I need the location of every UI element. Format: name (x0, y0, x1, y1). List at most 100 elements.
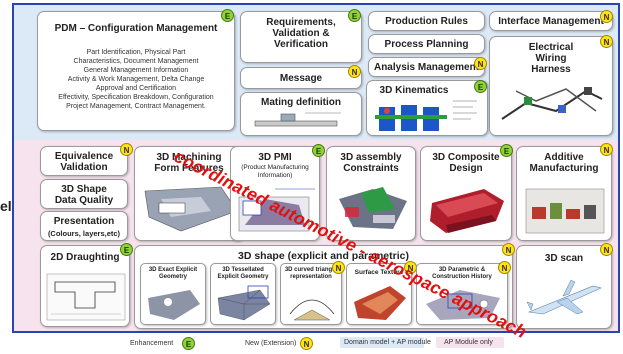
parametric-title: 3D Parametric & Construction History (432, 267, 492, 280)
legend-ap-label: AP Module only (444, 339, 493, 346)
kinematics-figure (375, 100, 477, 131)
draughting-figure (46, 273, 126, 321)
curved-triangle-title: 3D curved triangle representation (284, 267, 338, 280)
enhancement-badge: E (312, 144, 325, 157)
surface-texture-box: Surface Texture (346, 263, 412, 325)
draughting-box: 2D Draughting (40, 245, 130, 327)
mating-title: Mating definition (261, 97, 341, 108)
interface-title: Interface Management (498, 16, 604, 27)
new-badge: N (120, 143, 133, 156)
curved-triangle-box: 3D curved triangle representation (280, 263, 342, 325)
shape-quality-box: 3D Shape Data Quality (40, 179, 128, 209)
legend-enhancement-badge: E (182, 337, 195, 350)
exact-geometry-figure (148, 290, 200, 320)
shape-quality-title: 3D Shape Data Quality (54, 184, 114, 206)
analysis-box: Analysis Management (368, 57, 485, 77)
process-planning-title: Process Planning (384, 39, 469, 50)
scan-title: 3D scan (544, 253, 584, 264)
assembly-figure (339, 187, 407, 229)
message-box: Message (240, 67, 362, 89)
equivalence-box: Equivalence Validation (40, 146, 128, 176)
machining-box: 3D Machining Form Features (134, 146, 244, 241)
curved-triangle-figure (289, 299, 335, 321)
wiring-harness-figure (501, 87, 603, 120)
legend-new-label: New (Extension) (245, 340, 297, 347)
exact-geometry-title: 3D Exact Explicit Geometry (148, 267, 198, 280)
enhancement-badge: E (348, 9, 361, 22)
assembly-box: 3D assembly Constraints (326, 146, 416, 241)
pdm-line: Part Identification, Physical Part (86, 49, 186, 56)
machining-title: 3D Machining Form Features (154, 152, 224, 174)
tessellated-geometry-box: 3D Tessellated Explicit Geometry (210, 263, 276, 325)
kinematics-title: 3D Kinematics (379, 85, 449, 96)
additive-title: Additive Manufacturing (529, 152, 599, 174)
pdm-box: PDM – Configuration Management Part Iden… (37, 11, 235, 131)
electrical-box: Electrical Wiring Harness (489, 36, 613, 136)
interface-box: Interface Management (489, 11, 613, 31)
new-badge: N (600, 10, 613, 23)
surface-texture-title: Surface Texture (354, 269, 404, 276)
machining-figure (144, 186, 238, 232)
production-rules-box: Production Rules (368, 11, 485, 31)
legend-domain-swatch (340, 337, 424, 348)
presentation-subtitle: (Colours, layers,etc) (47, 229, 121, 238)
mating-box: Mating definition (240, 92, 362, 136)
pdm-line: Effectivity, Specification Breakdown, Co… (58, 94, 214, 101)
enhancement-badge: E (120, 243, 133, 256)
additive-figure (525, 188, 605, 234)
new-badge: N (498, 261, 511, 274)
pmi-subtitle: (Product Manufacturing Information) (241, 164, 309, 179)
surface-texture-figure (354, 286, 406, 320)
new-badge: N (600, 243, 613, 256)
mating-figure (254, 112, 341, 127)
shape-title: 3D shape (explicit and parametric) (238, 250, 409, 262)
message-title: Message (279, 73, 323, 84)
additive-box: Additive Manufacturing (516, 146, 612, 241)
pdm-line: Characteristics, Document Management (73, 58, 199, 65)
airplane-scan-figure (526, 279, 602, 315)
analysis-title: Analysis Management (373, 62, 480, 73)
pdm-title: PDM – Configuration Management (54, 23, 218, 34)
pmi-title: 3D PMI (258, 152, 292, 163)
requirements-title: Requirements, Validation & Verification (266, 17, 336, 50)
tessellated-geometry-title: 3D Tessellated Explicit Geometry (217, 267, 269, 280)
new-badge: N (348, 65, 361, 78)
composite-figure (430, 189, 504, 233)
electrical-title: Electrical Wiring Harness (528, 42, 574, 75)
process-planning-box: Process Planning (368, 34, 485, 54)
draughting-title: 2D Draughting (50, 252, 120, 263)
pmi-box: 3D PMI (Product Manufacturing Informatio… (230, 146, 320, 241)
new-badge: N (600, 35, 613, 48)
pdm-line: Approval and Certification (95, 85, 177, 92)
new-badge: N (332, 261, 345, 274)
legend-new-badge: N (300, 337, 313, 350)
pdm-line: General Management Information (83, 67, 189, 74)
pdm-line: Project Management, Contract Management. (66, 103, 206, 110)
production-rules-title: Production Rules (385, 16, 468, 27)
equivalence-title: Equivalence Validation (54, 151, 114, 173)
enhancement-badge: E (500, 144, 513, 157)
composite-box: 3D Composite Design (420, 146, 512, 241)
composite-title: 3D Composite Design (432, 152, 500, 174)
enhancement-badge: E (221, 9, 234, 22)
cropped-side-text: el (0, 198, 12, 214)
presentation-title: Presentation (53, 216, 115, 227)
new-badge: N (474, 57, 487, 70)
legend-domain-label: Domain model + AP module (344, 339, 431, 346)
parametric-figure (426, 290, 500, 320)
scan-box: 3D scan (516, 245, 612, 329)
new-badge: N (502, 243, 515, 256)
kinematics-box: 3D Kinematics (366, 80, 488, 136)
requirements-box: Requirements, Validation & Verification (240, 11, 362, 63)
legend-ap-swatch (436, 337, 504, 348)
new-badge: N (600, 143, 613, 156)
tessellated-geometry-figure (217, 285, 271, 321)
exact-geometry-box: 3D Exact Explicit Geometry (140, 263, 206, 325)
enhancement-badge: E (474, 80, 487, 93)
presentation-box: Presentation (Colours, layers,etc) (40, 211, 128, 241)
pmi-figure (238, 188, 315, 232)
parametric-box: 3D Parametric & Construction History (416, 263, 508, 325)
pdm-line: Activity & Work Management, Delta Change (67, 76, 205, 83)
legend-enhancement-label: Enhancement (130, 340, 174, 347)
